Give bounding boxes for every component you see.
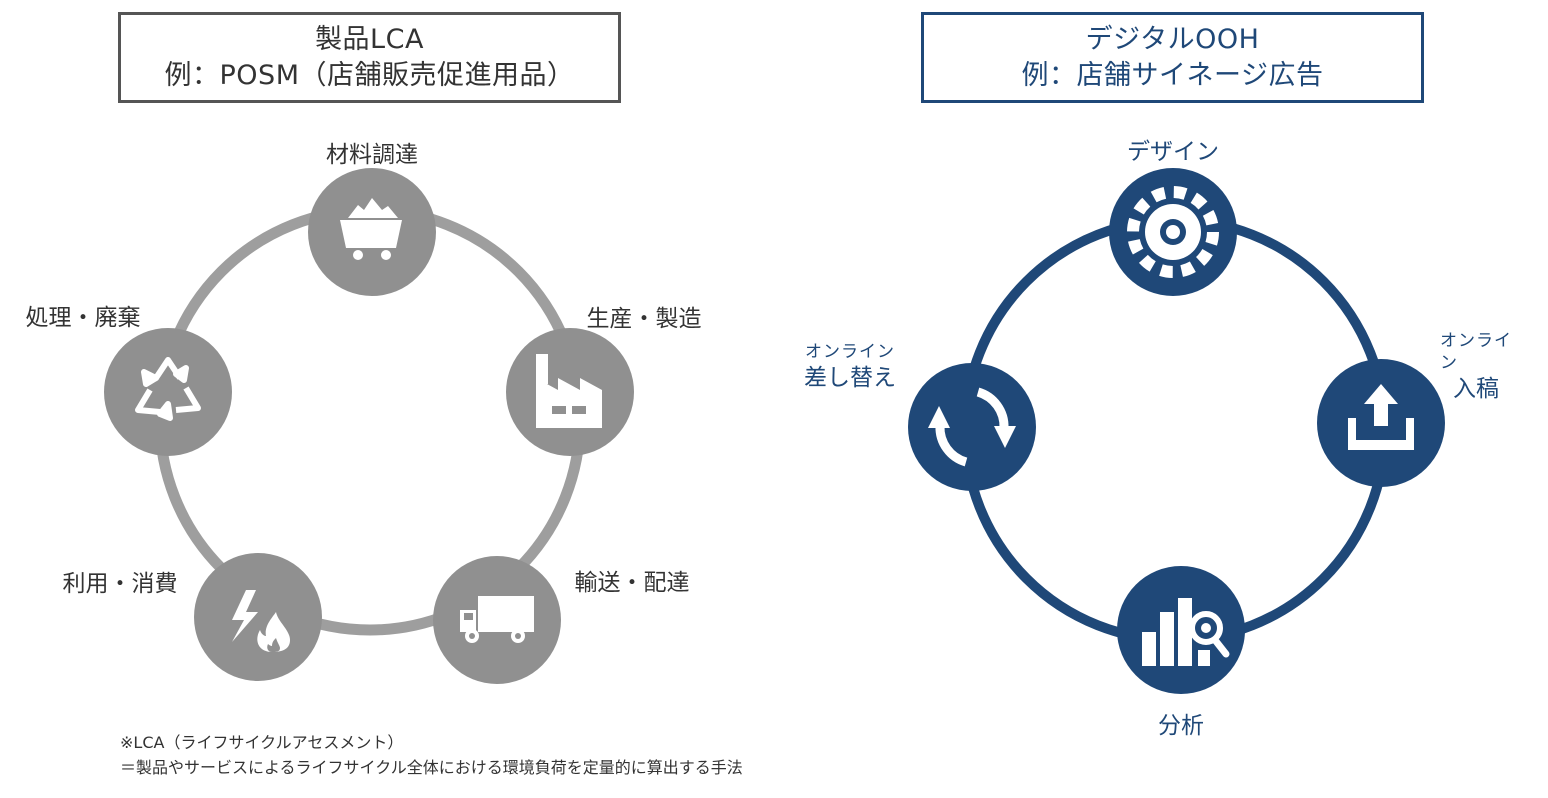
lca-stage-use-label: 利用・消費: [62, 571, 178, 597]
dooh-title: デジタルOOH: [1085, 23, 1260, 55]
lca-node-transport: [433, 556, 561, 684]
dooh-stage-upload-label: オンライン 入稿: [1440, 330, 1512, 404]
lca-title-box: 製品LCA 例：POSM（店舗販売促進用品）: [118, 12, 621, 103]
lca-title: 製品LCA: [315, 23, 424, 55]
lca-stage-production-label: 生産・製造: [586, 306, 702, 332]
dooh-stage-design-label: デザイン: [1127, 139, 1219, 165]
energy-fire-icon: [232, 590, 290, 652]
truck-icon: [460, 596, 534, 643]
lca-node-production: [506, 328, 634, 456]
lca-node-use: [194, 553, 322, 681]
dooh-upload-small-label: オンライン: [1440, 331, 1512, 373]
dooh-node-refresh: [908, 363, 1036, 491]
footnote-line1: ※LCA（ライフサイクルアセスメント）: [120, 733, 404, 752]
lca-stage-materials-label: 材料調達: [326, 142, 418, 168]
dooh-node-design: [1109, 168, 1237, 296]
lca-subtitle: 例：POSM（店舗販売促進用品）: [164, 59, 575, 91]
gear-icon: [1127, 186, 1219, 278]
upload-icon: [1348, 384, 1414, 450]
footnote-line2: ＝製品やサービスによるライフサイクル全体における環境負荷を定量的に算出する手法: [120, 758, 743, 777]
lca-stage-disposal-label: 処理・廃棄: [25, 305, 141, 331]
lca-stage-transport-label: 輸送・配達: [574, 570, 690, 596]
recycle-icon: [135, 357, 201, 421]
refresh-icon: [928, 387, 1016, 467]
dooh-stage-analytics-label: 分析: [1158, 713, 1204, 739]
lca-node-materials: [308, 168, 436, 296]
analytics-icon: [1142, 598, 1230, 666]
mine-cart-icon: [340, 198, 402, 260]
dooh-stage-refresh-label: オンライン 差し替え: [804, 341, 896, 393]
dooh-node-upload: [1317, 359, 1445, 487]
dooh-subtitle: 例：店舗サイネージ広告: [1021, 59, 1324, 91]
factory-icon: [536, 354, 602, 428]
lca-node-disposal: [104, 328, 232, 456]
dooh-upload-main-label: 入稿: [1453, 376, 1499, 402]
footnote: ※LCA（ライフサイクルアセスメント） ＝製品やサービスによるライフサイクル全体…: [120, 730, 743, 780]
dooh-refresh-small-label: オンライン: [805, 342, 895, 362]
dooh-title-box: デジタルOOH 例：店舗サイネージ広告: [921, 12, 1424, 103]
dooh-refresh-main-label: 差し替え: [804, 365, 896, 391]
lca-cycle: [104, 168, 634, 684]
dooh-cycle: [908, 168, 1445, 694]
dooh-node-analytics: [1117, 566, 1245, 694]
